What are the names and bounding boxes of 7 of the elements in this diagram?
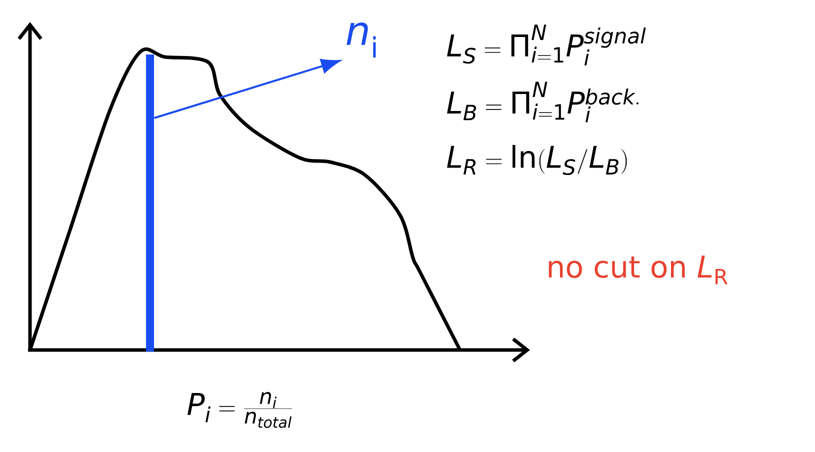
note: no cut on L$_{R}$ xyxy=(548,256,728,284)
highlighted-bin xyxy=(146,54,154,352)
formula: $P_i = \frac{n_i}{n_{total}}$ xyxy=(187,392,292,428)
formula: $L_S = \Pi_{i=1}^{N} P_i^{signal}$ xyxy=(447,24,646,66)
formula: $L_R = \ln(L_S/L_B)$ xyxy=(447,144,627,176)
formula: $L_B = \Pi_{i=1}^{N} P_i^{back.}$ xyxy=(447,82,639,122)
variable-label: n$_{i}$ xyxy=(346,22,376,58)
